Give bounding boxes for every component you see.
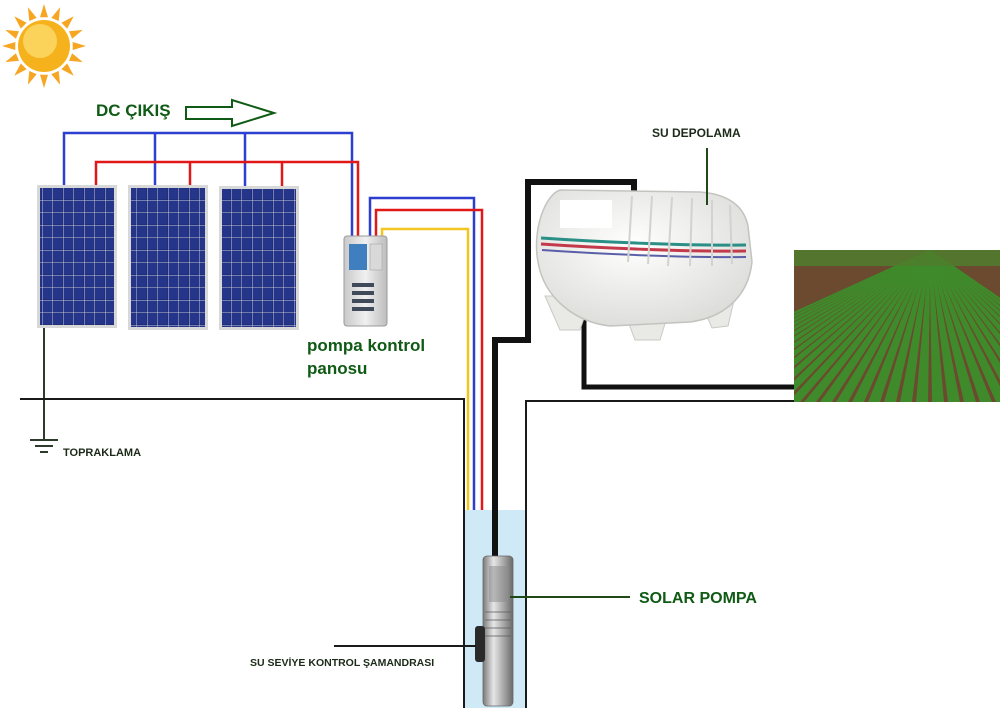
irrigation-pipe (581, 320, 796, 390)
crop-row (820, 250, 931, 402)
red-pump-wire (374, 208, 484, 640)
crop-row (929, 250, 944, 402)
sun-ray (69, 53, 83, 63)
sun-ray (61, 63, 74, 76)
grounding-label: TOPRAKLAMA (63, 447, 142, 459)
solar-pump (475, 555, 514, 707)
sun-ray (27, 7, 37, 21)
crop-field (794, 250, 1000, 402)
crop-row (916, 250, 931, 402)
pump-control-panel-box (343, 235, 388, 327)
crop-row (884, 250, 931, 402)
crop-row (836, 250, 931, 402)
blue-pump-wire (368, 196, 476, 640)
crop-row (929, 250, 1000, 402)
solar-panel-1 (37, 185, 117, 328)
crop-row (929, 250, 1000, 359)
crop-row (852, 250, 931, 402)
sun-ray (14, 16, 27, 29)
crop-row (794, 250, 931, 402)
crop-row (929, 250, 1000, 333)
delivery-pipe (492, 179, 637, 565)
crop-row (929, 250, 1000, 380)
sun-ray (40, 74, 48, 88)
crop-row (900, 250, 931, 402)
water-storage-tank (535, 189, 753, 341)
ground-surface-left (20, 398, 465, 708)
sun-ray (72, 42, 86, 50)
crop-row (929, 250, 992, 402)
sun-ray (69, 29, 83, 39)
crop-row (929, 250, 1000, 324)
control-panel-label-line2: panosu (307, 359, 368, 378)
crop-row (929, 250, 1000, 344)
sun-ray (14, 63, 27, 76)
sun-ray (5, 53, 19, 63)
negative-bus-wire (62, 131, 354, 236)
sun-ray (51, 7, 61, 21)
crop-row (804, 250, 931, 402)
crop-row (929, 250, 1000, 316)
crop-row (794, 250, 931, 392)
sun-ray (51, 71, 61, 85)
solar-panel-2 (128, 185, 208, 330)
ground-symbol-icon (30, 439, 58, 453)
ground-surface-right (525, 400, 1000, 708)
crop-row (929, 250, 960, 402)
crop-row (929, 250, 976, 402)
sun-ray (2, 42, 16, 50)
control-panel-label: pompa kontrol panosu (307, 334, 425, 380)
control-panel-label-line1: pompa kontrol (307, 336, 426, 355)
sun-ray (5, 29, 19, 39)
water-storage-label: SU DEPOLAMA (652, 126, 741, 140)
dc-output-label: DC ÇIKIŞ (96, 101, 171, 120)
sun-ray (61, 16, 74, 29)
crop-row (868, 250, 931, 402)
sun-icon (2, 4, 86, 88)
solar-pump-label: SOLAR POMPA (639, 590, 757, 607)
positive-bus-wire (94, 160, 360, 236)
sun-ray (40, 4, 48, 18)
arrow-right-icon (185, 98, 278, 128)
level-float-label: SU SEVİYE KONTROL ŞAMANDRASI (250, 657, 435, 669)
sun-ray (27, 71, 37, 85)
solar-panel-3 (219, 186, 299, 330)
yellow-float-wire (380, 227, 470, 628)
